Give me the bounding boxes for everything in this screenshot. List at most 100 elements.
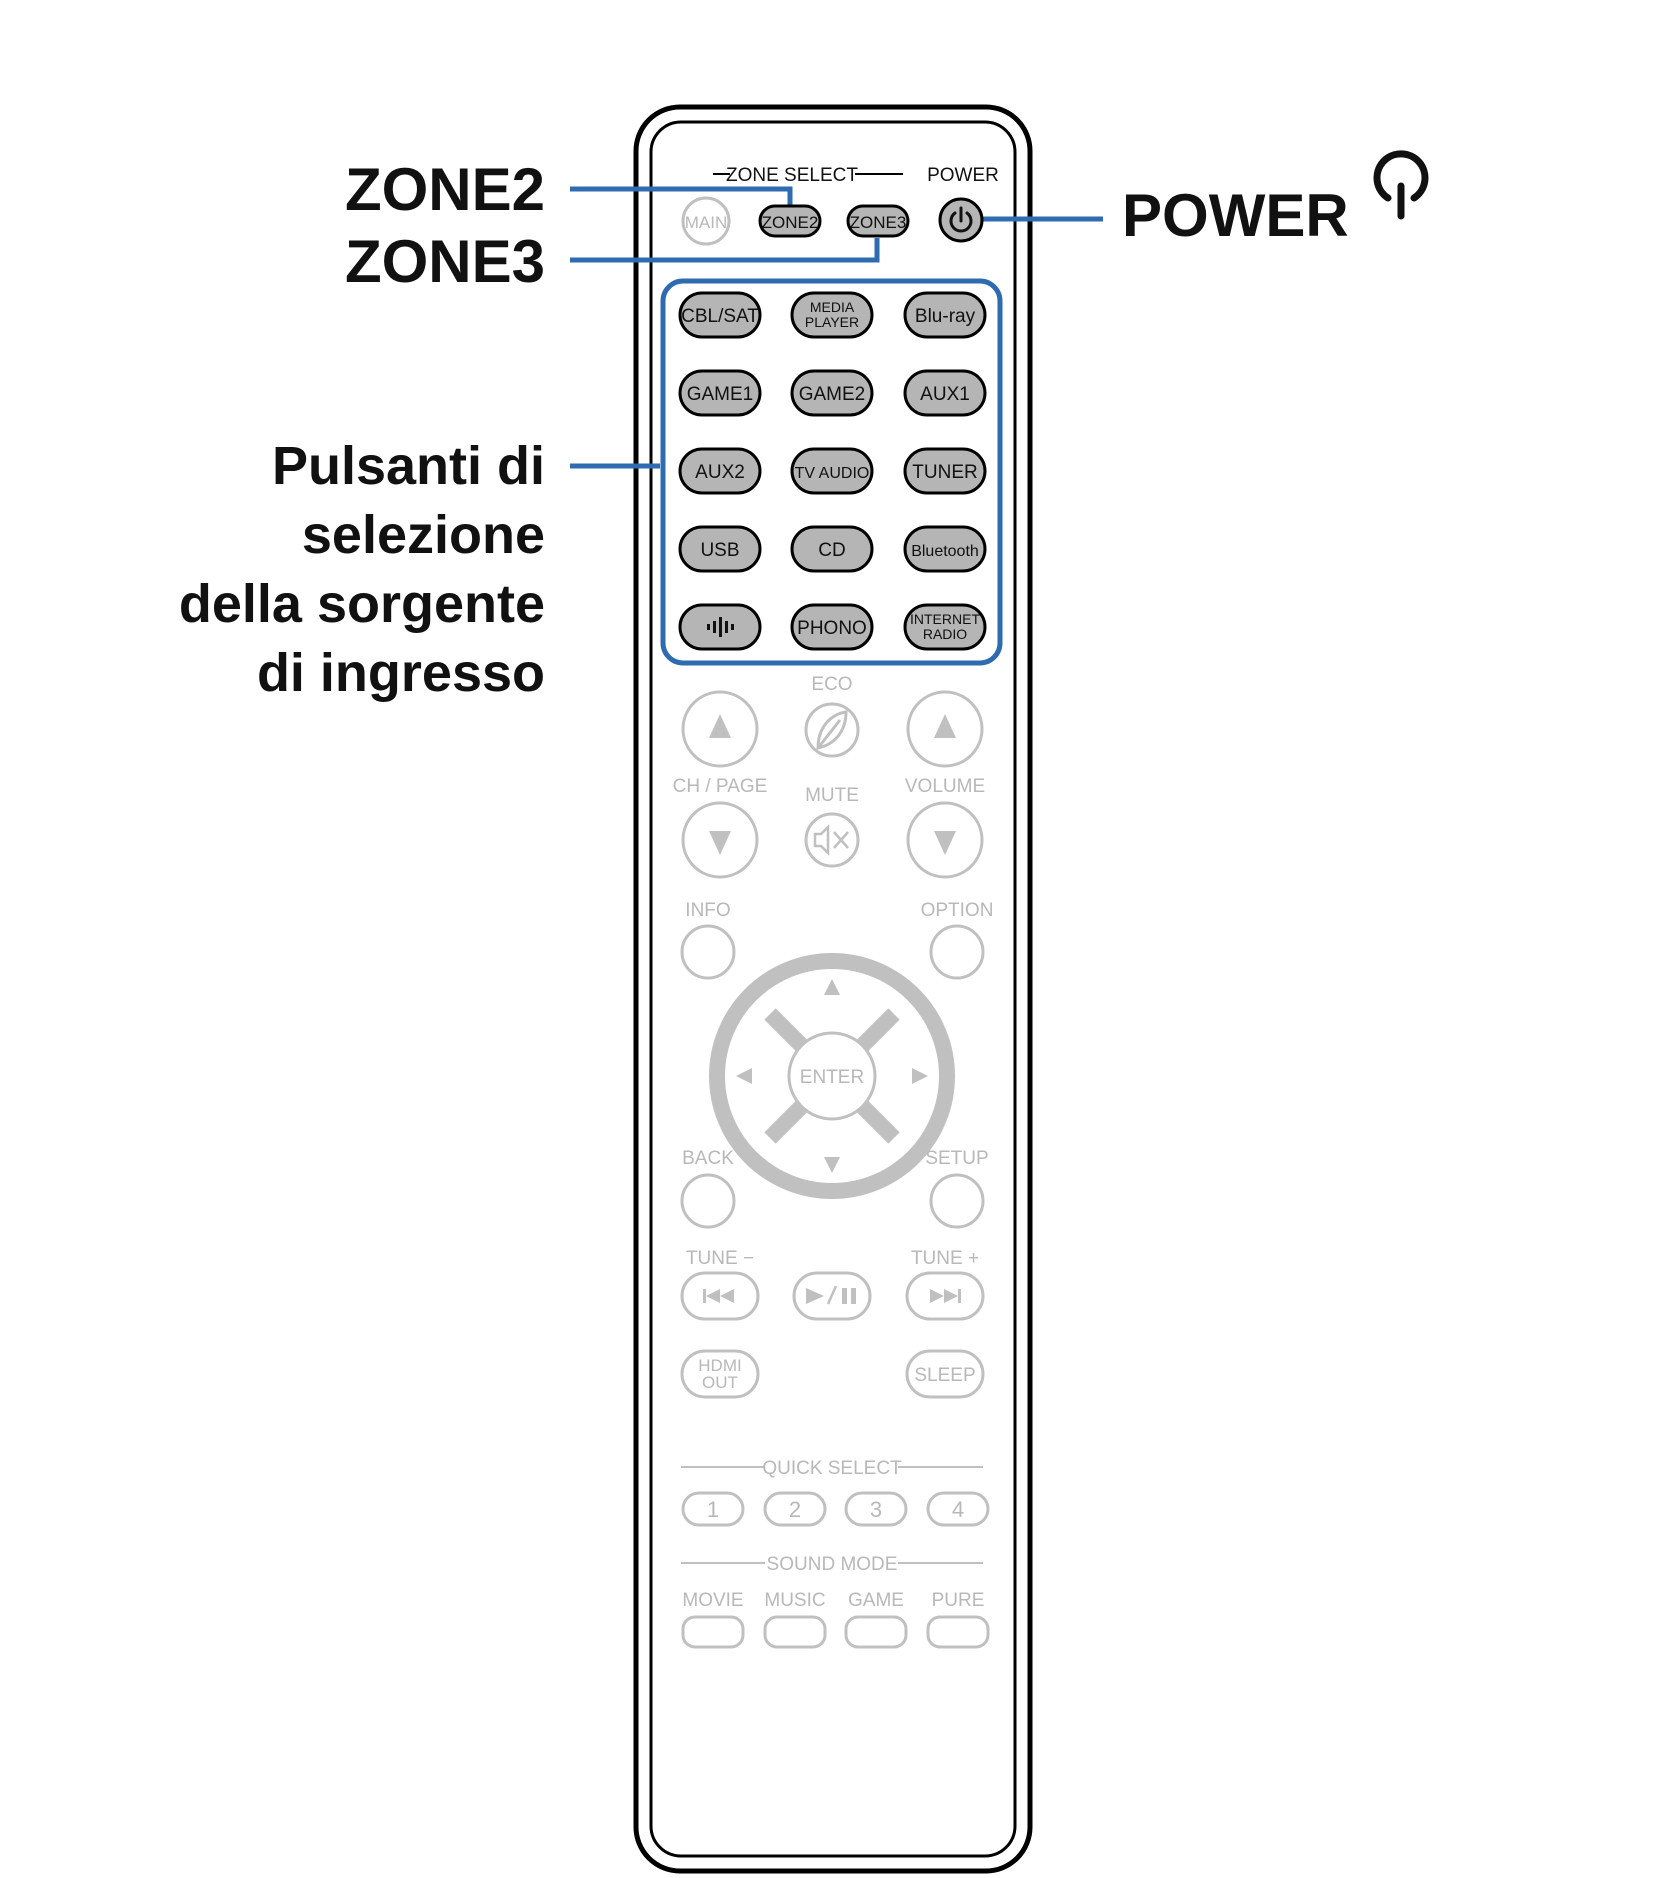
power-label: POWER (1122, 182, 1349, 249)
volume-up-button[interactable] (906, 690, 984, 768)
setup-label: SETUP (925, 1148, 988, 1169)
zone2-callout-line (570, 186, 793, 207)
sound-mode-label: PURE (932, 1590, 985, 1611)
triangle-up-icon (709, 714, 731, 738)
source-button-label: USB (700, 540, 739, 561)
back-button[interactable] (680, 1173, 736, 1229)
eco-section: ECO (804, 674, 860, 758)
source-button-label: RADIO (923, 626, 967, 642)
play-pause-icon (806, 1285, 856, 1305)
source-button-label: PLAYER (805, 314, 859, 330)
source-button-label: MEDIA (810, 299, 855, 315)
sleep-button[interactable]: SLEEP (905, 1349, 985, 1399)
dpad-left[interactable] (732, 1012, 792, 1140)
svg-text:QUICK SELECT: QUICK SELECT (762, 1458, 902, 1479)
arrow-down-icon (824, 1157, 840, 1173)
tune-minus-label: TUNE − (686, 1248, 754, 1269)
quick-select-1-button[interactable]: 1 (681, 1491, 745, 1527)
zone3-button[interactable]: ZONE3 (846, 204, 910, 238)
info-button[interactable] (680, 924, 736, 980)
sound-mode-label: MOVIE (682, 1590, 743, 1611)
back-label: BACK (682, 1148, 734, 1169)
sound-mode-game-button[interactable]: GAME (844, 1590, 908, 1649)
skip-back-icon (703, 1289, 734, 1303)
arrow-right-icon (912, 1068, 928, 1084)
arrow-up-icon (824, 979, 840, 995)
zone3-callout-line (570, 238, 880, 263)
source-button-usb[interactable]: USB (678, 525, 762, 573)
setup-button[interactable] (929, 1173, 985, 1229)
triangle-down-icon (934, 831, 956, 855)
svg-text:OUT: OUT (702, 1373, 738, 1392)
quick-select-3-button[interactable]: 3 (844, 1491, 908, 1527)
enter-label: ENTER (800, 1067, 864, 1088)
source-button-dts-virtual[interactable] (678, 603, 762, 651)
mute-button[interactable] (804, 812, 860, 868)
source-button-game2[interactable]: GAME2 (790, 369, 874, 417)
source-button-game1[interactable]: GAME1 (678, 369, 762, 417)
source-button-bluetooth[interactable]: Bluetooth (903, 525, 987, 573)
volume-down-button[interactable] (906, 801, 984, 879)
sound-mode-pure-button[interactable]: PURE (926, 1590, 990, 1649)
source-button-aux1[interactable]: AUX1 (903, 369, 987, 417)
source-button-label: Bluetooth (911, 543, 979, 560)
option-button[interactable] (929, 924, 985, 980)
dpad-up[interactable] (768, 976, 896, 1036)
dpad-down[interactable] (768, 1116, 896, 1176)
sound-mode-header: SOUND MODE (681, 1554, 983, 1575)
source-button-cd[interactable]: CD (790, 525, 874, 573)
source-button-label: TV AUDIO (795, 465, 870, 482)
option-label: OPTION (921, 900, 994, 921)
arrow-left-icon (736, 1068, 752, 1084)
previous-button[interactable] (680, 1271, 760, 1321)
source-button-tv-audio[interactable]: TV AUDIO (790, 447, 874, 495)
eco-label: ECO (811, 674, 852, 695)
volume-label: VOLUME (905, 776, 985, 797)
svg-text:SOUND MODE: SOUND MODE (767, 1554, 898, 1575)
enter-button[interactable] (787, 1031, 877, 1121)
main-button[interactable]: MAIN (681, 196, 731, 246)
next-button[interactable] (905, 1271, 985, 1321)
source-button-tuner[interactable]: TUNER (903, 447, 987, 495)
source-button-label: AUX2 (695, 462, 745, 483)
ch-page-label: CH / PAGE (673, 776, 768, 797)
quick-select-4-button[interactable]: 4 (926, 1491, 990, 1527)
svg-text:MAIN: MAIN (685, 213, 728, 232)
quick-select-header: QUICK SELECT (681, 1458, 983, 1479)
source-button-blu-ray[interactable]: Blu-ray (903, 291, 987, 339)
source-button-label: AUX1 (920, 384, 970, 405)
svg-text:SLEEP: SLEEP (914, 1365, 975, 1386)
power-symbol-icon (1373, 150, 1429, 220)
triangle-up-icon (934, 714, 956, 738)
power-button-label: POWER (927, 165, 999, 186)
source-label-line2: selezione (302, 505, 545, 565)
power-icon (949, 206, 973, 233)
quick-select-2-button[interactable]: 2 (763, 1491, 827, 1527)
sound-mode-label: GAME (848, 1590, 904, 1611)
zone2-label: ZONE2 (345, 156, 545, 223)
dpad-right[interactable] (872, 1012, 932, 1140)
skip-forward-icon (930, 1289, 961, 1303)
power-button[interactable] (938, 197, 984, 243)
source-button-label: Blu-ray (915, 306, 976, 327)
sound-mode-row: MOVIE MUSIC GAME PURE (681, 1590, 990, 1649)
source-label-line1: Pulsanti di (272, 436, 545, 496)
zone-select-header: ZONE SELECT POWER (713, 165, 999, 186)
channel-up-button[interactable] (681, 690, 759, 768)
sound-mode-movie-button[interactable]: MOVIE (681, 1590, 745, 1649)
play-pause-button[interactable] (792, 1271, 872, 1321)
svg-text:HDMI: HDMI (698, 1356, 741, 1375)
zone2-button[interactable]: ZONE2 (758, 204, 822, 238)
sound-mode-music-button[interactable]: MUSIC (763, 1590, 827, 1649)
eco-button[interactable] (804, 702, 860, 758)
hdmi-out-button[interactable]: HDMI OUT (680, 1349, 760, 1399)
source-button-phono[interactable]: PHONO (790, 603, 874, 651)
source-button-cbl-sat[interactable]: CBL/SAT (678, 291, 762, 339)
source-button-aux2[interactable]: AUX2 (678, 447, 762, 495)
source-button-label: GAME2 (799, 384, 866, 405)
channel-down-button[interactable] (681, 801, 759, 879)
